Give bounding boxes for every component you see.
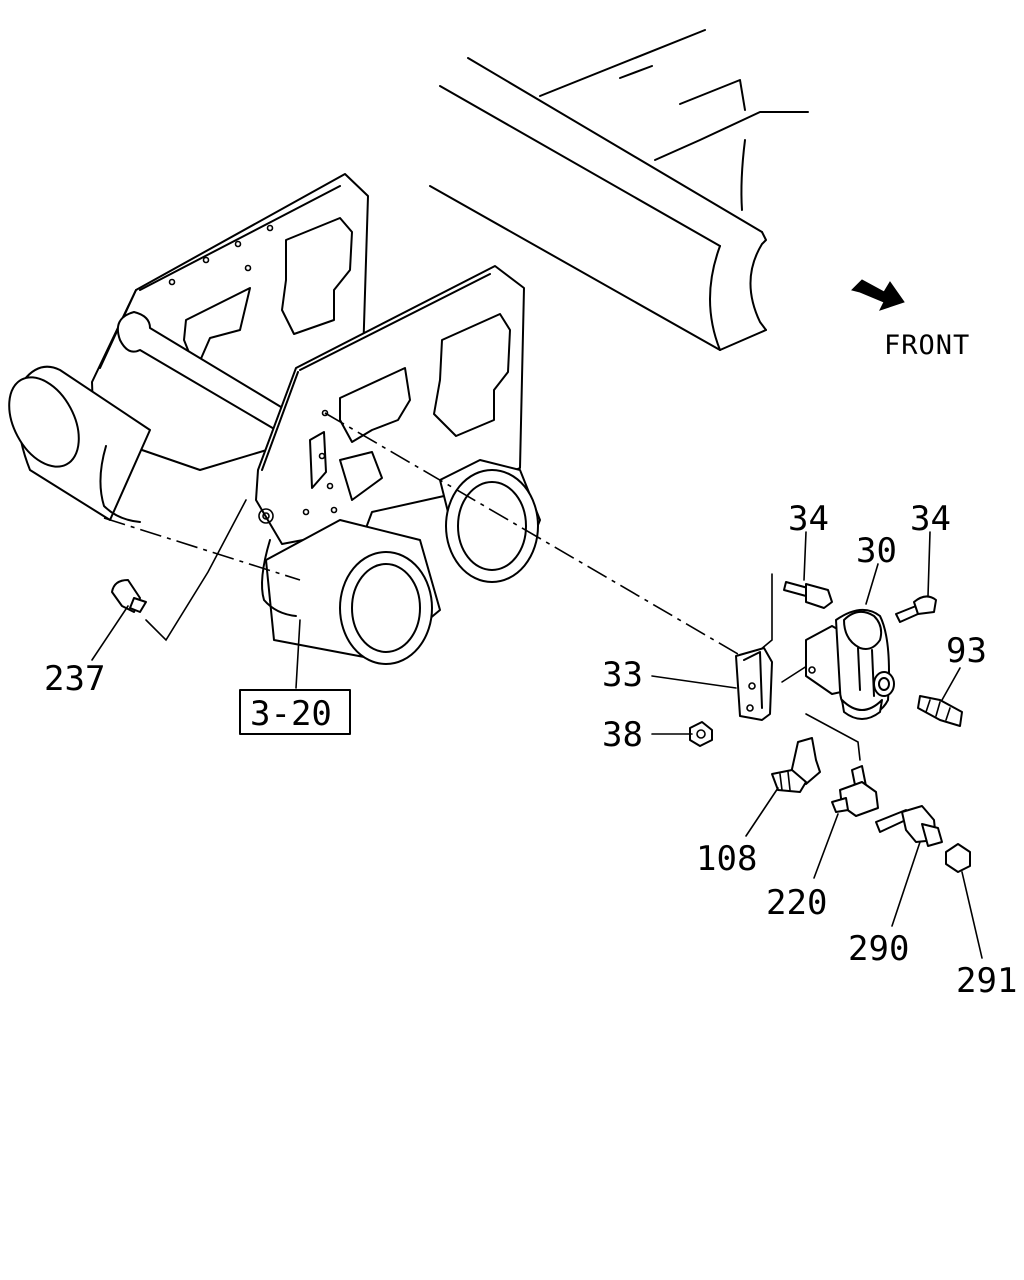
assembly-lines	[145, 412, 861, 761]
callout-34-left: 34	[788, 499, 829, 539]
part-93-fitting	[917, 695, 963, 727]
callout-34-right: 34	[910, 499, 951, 539]
front-arrow-icon	[851, 279, 905, 311]
callout-38: 38	[602, 715, 643, 755]
part-30-valve	[805, 609, 895, 720]
part-34-bolt-left	[783, 581, 833, 609]
reference-box-label: 3-20	[250, 694, 332, 734]
part-34-bolt-right	[895, 595, 937, 623]
callout-237: 237	[44, 659, 105, 699]
reference-box-frame	[239, 689, 351, 735]
callout-30: 30	[856, 531, 897, 571]
direction-label: FRONT	[884, 330, 970, 361]
callout-291: 291	[956, 961, 1017, 1001]
callout-220: 220	[766, 883, 827, 923]
callout-108: 108	[696, 839, 757, 879]
part-291-cap	[945, 843, 971, 873]
part-237-plug	[111, 579, 147, 613]
part-38-nut	[689, 721, 713, 747]
part-290-drain-cock	[875, 805, 943, 847]
frame-rail	[429, 29, 809, 351]
callout-93: 93	[946, 631, 987, 671]
part-220-tee	[831, 765, 879, 817]
cross-member-assembly	[8, 173, 541, 665]
callout-leaders	[91, 531, 983, 959]
part-108-elbow	[771, 737, 821, 793]
callout-290: 290	[848, 929, 909, 969]
callout-33: 33	[602, 655, 643, 695]
part-33-bracket	[735, 647, 773, 721]
